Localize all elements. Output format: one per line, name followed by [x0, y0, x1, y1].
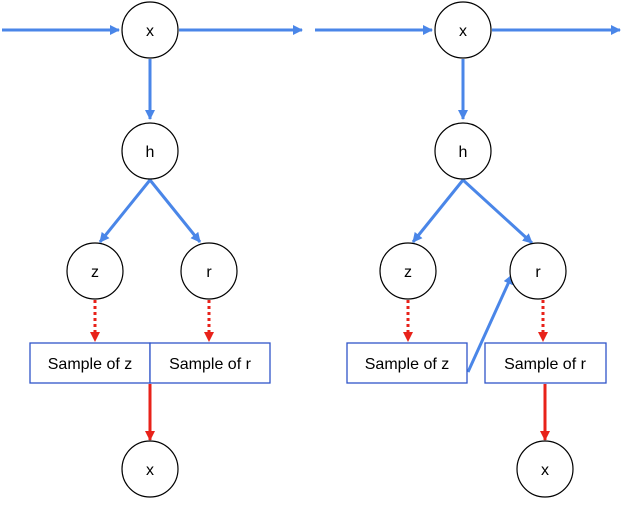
right-node-z: z: [379, 242, 437, 300]
right-h-to-r-arrow: [461, 178, 534, 245]
right-z-sample-to-r-arrow: [466, 274, 514, 373]
right-diagram: x h z r x Sample of z Sample of r: [315, 1, 621, 498]
node-label: h: [146, 144, 155, 161]
right-node-x-top: x: [434, 1, 492, 59]
node-label: x: [459, 23, 467, 40]
left-node-x-bottom: x: [121, 440, 179, 498]
node-label: h: [459, 144, 468, 161]
right-node-x-bottom: x: [516, 440, 574, 498]
left-node-x-top: x: [121, 1, 179, 59]
left-box-sample-r: Sample of r: [149, 342, 271, 384]
left-node-r: r: [180, 242, 238, 300]
node-label: x: [146, 23, 154, 40]
box-label: Sample of z: [365, 356, 449, 373]
left-node-h: h: [121, 122, 179, 180]
node-label: r: [535, 264, 541, 281]
node-label: x: [541, 462, 549, 479]
left-h-to-r-arrow: [148, 179, 202, 243]
box-label: Sample of z: [48, 356, 132, 373]
right-h-to-z-arrow: [411, 179, 465, 243]
right-node-h: h: [434, 122, 492, 180]
left-box-sample-z: Sample of z: [29, 342, 151, 384]
box-label: Sample of r: [504, 356, 586, 373]
left-diagram: x h z r x Sample of z Sample of r: [2, 1, 303, 498]
right-node-r: r: [509, 242, 567, 300]
left-node-z: z: [66, 242, 124, 300]
box-label: Sample of r: [169, 356, 251, 373]
left-h-to-z-arrow: [98, 179, 152, 243]
right-box-sample-r: Sample of r: [484, 342, 607, 384]
node-label: r: [206, 264, 212, 281]
node-label: z: [91, 264, 99, 281]
right-box-sample-z: Sample of z: [346, 342, 468, 384]
node-label: x: [146, 462, 154, 479]
node-label: z: [404, 264, 412, 281]
